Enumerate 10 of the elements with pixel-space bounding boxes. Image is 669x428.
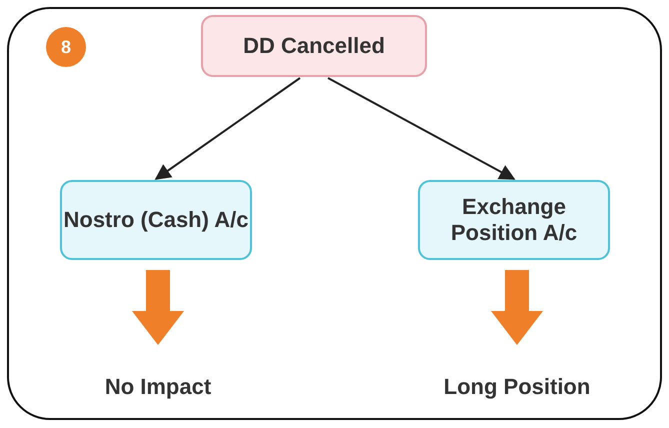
result-text: Long Position — [412, 345, 622, 400]
arrow — [154, 77, 301, 180]
arrow — [328, 77, 516, 180]
block-arrow — [132, 270, 184, 345]
account-box: Nostro (Cash) A/c — [60, 180, 252, 260]
step-number-badge: 8 — [46, 27, 86, 67]
event-box: DD Cancelled — [201, 15, 427, 77]
account-box: Exchange Position A/c — [418, 180, 610, 260]
result-text: No Impact — [78, 345, 238, 400]
block-arrow — [491, 270, 543, 345]
